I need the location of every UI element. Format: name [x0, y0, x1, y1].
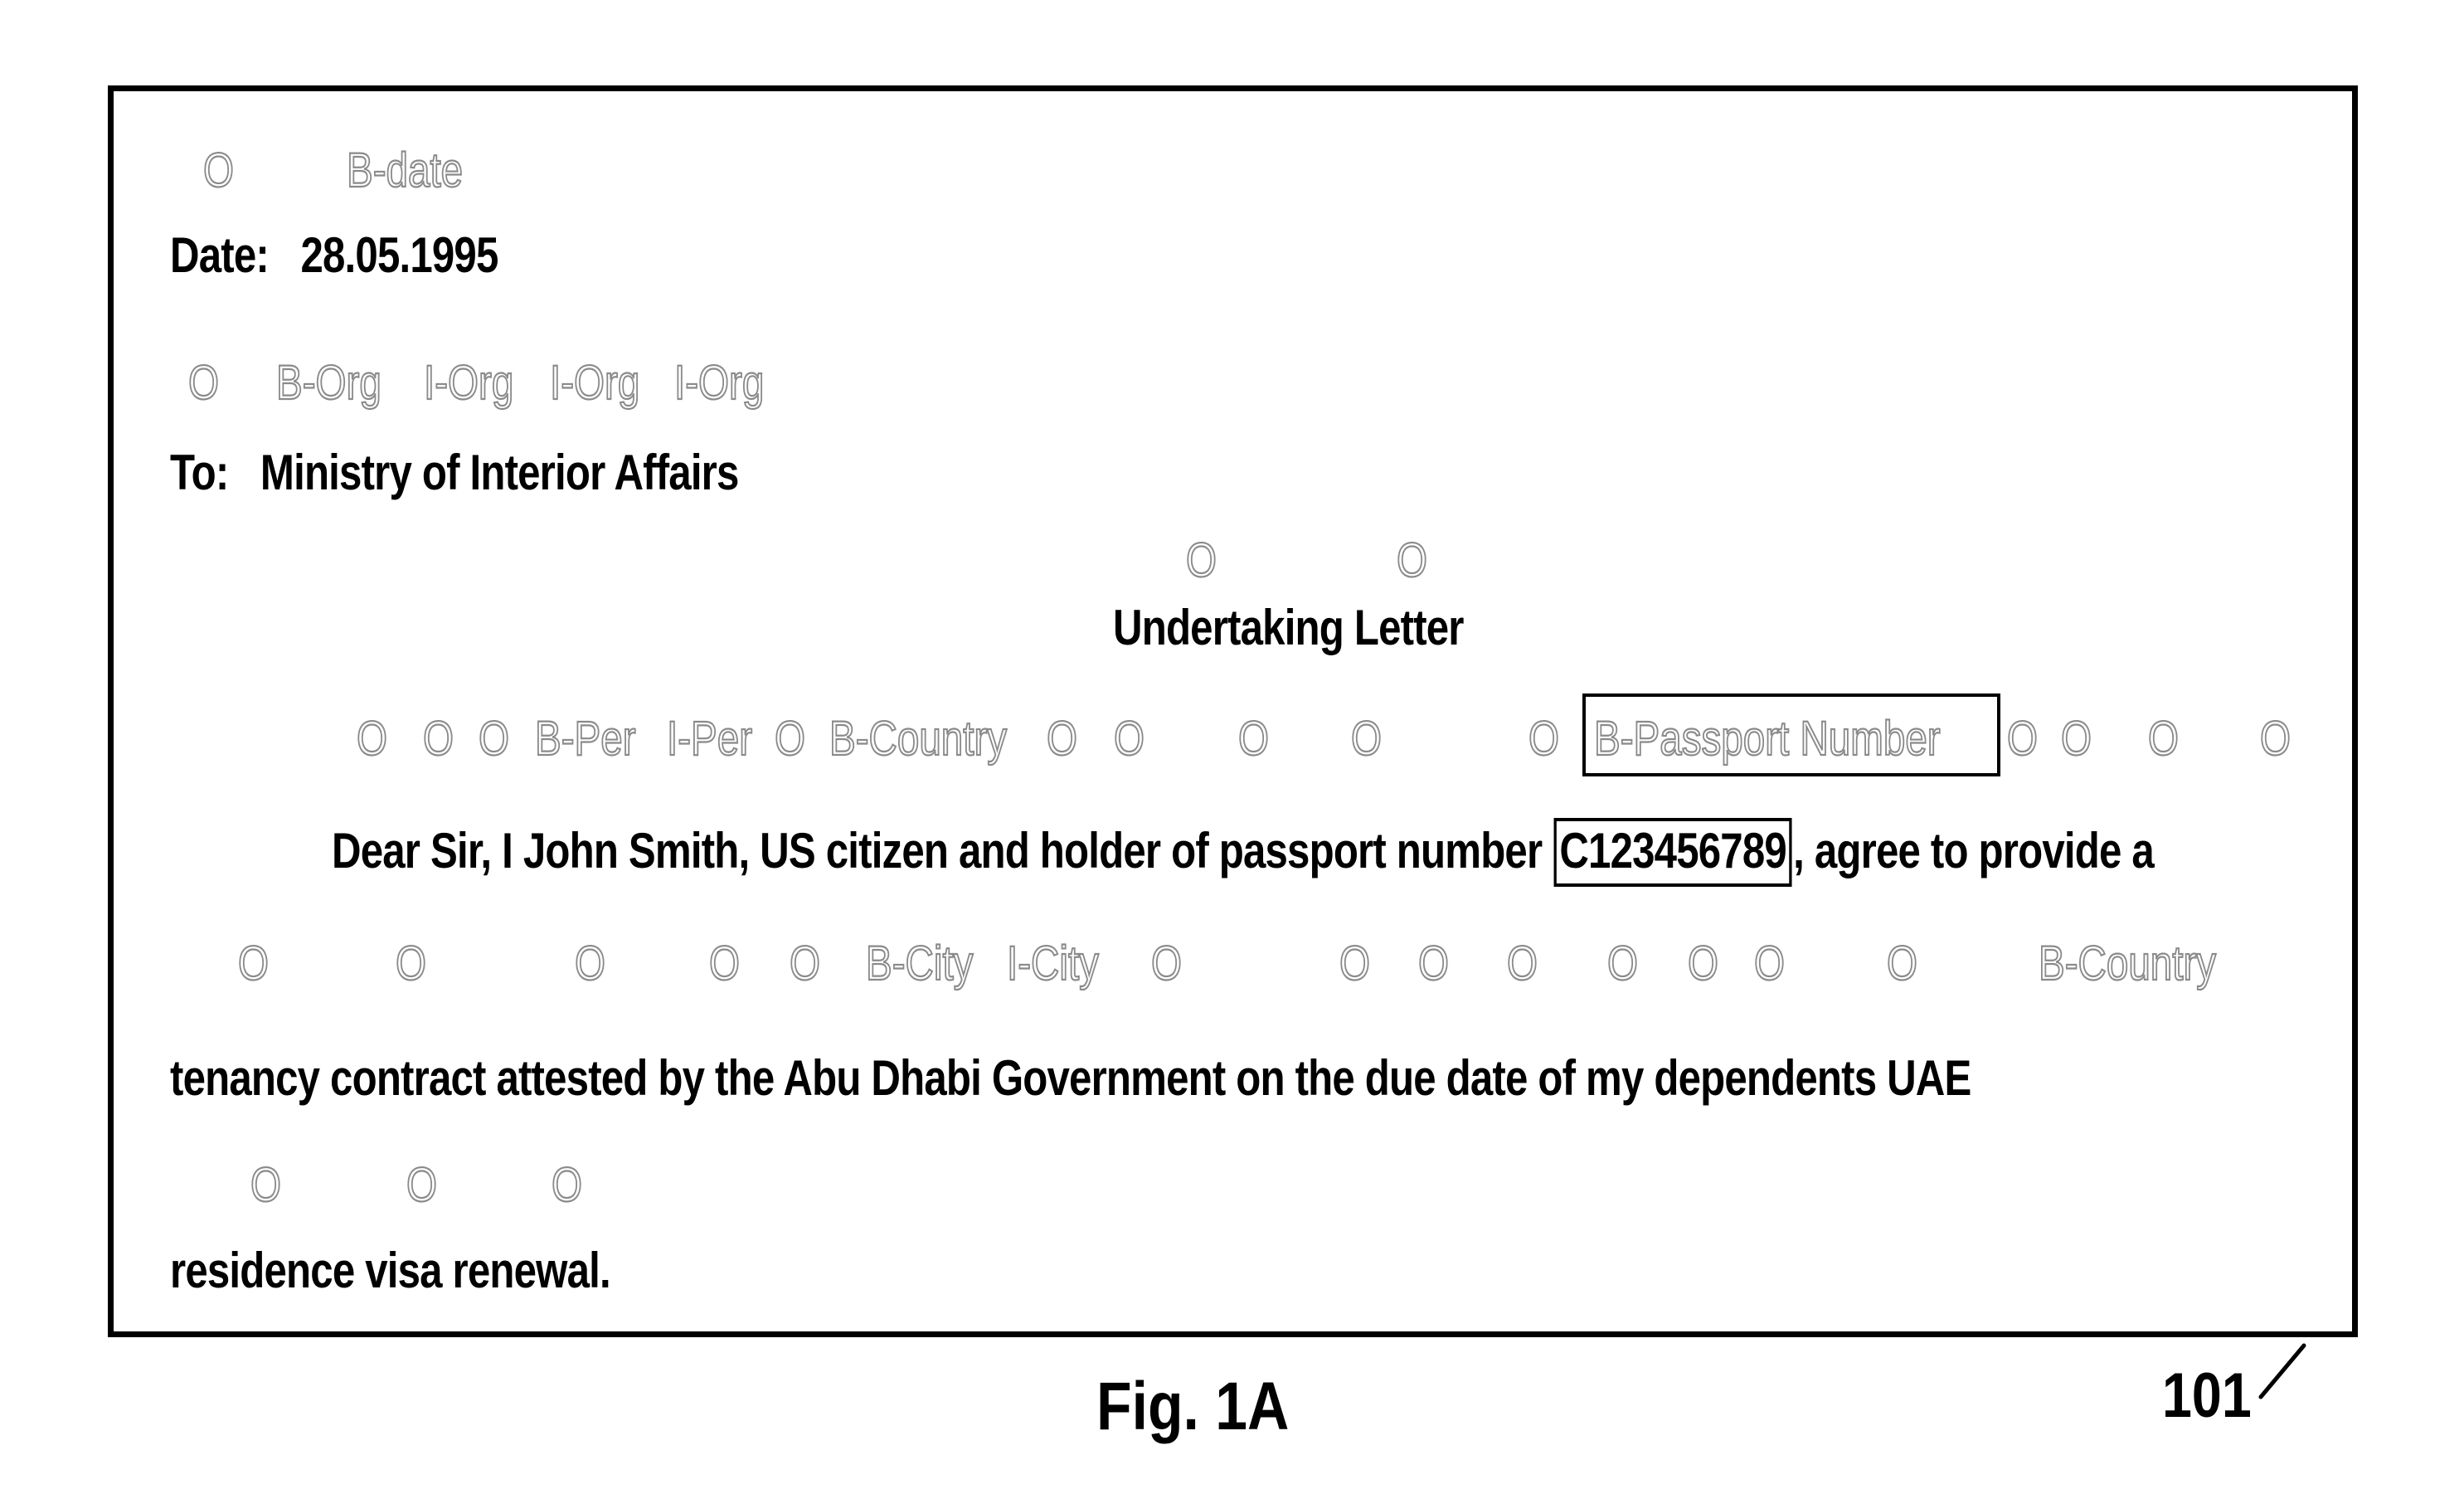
body-line-2: tenancy contract attested by the Abu Dha…: [170, 1050, 1971, 1106]
passport-tag-box: [1582, 693, 2000, 776]
letter-title: Undertaking Letter: [1113, 600, 1464, 655]
ner-tag: O: [202, 144, 235, 197]
ner-tag: O: [1237, 712, 1270, 766]
ner-tag: O: [2147, 712, 2180, 766]
ner-tag: O: [551, 1158, 583, 1212]
ner-tag: O: [1528, 712, 1560, 766]
ner-tag: O: [1339, 937, 1371, 990]
ner-tag: O: [1606, 937, 1639, 990]
ner-tag: I-Org: [423, 356, 514, 410]
ner-tag: B-date: [346, 144, 464, 197]
ner-tag: O: [1113, 712, 1145, 766]
ner-tag: O: [1185, 533, 1217, 587]
reference-leader-line: [2258, 1343, 2306, 1399]
ner-tag: O: [422, 712, 454, 766]
ner-tag: O: [1417, 937, 1450, 990]
ner-tag: B-Org: [275, 356, 382, 410]
body-line-1-start: Dear Sir, I John Smith, US citizen and h…: [332, 823, 1553, 878]
passport-number-highlight: C123456789: [1553, 818, 1792, 887]
ner-tag: B-Per: [534, 712, 636, 766]
document-frame: [108, 85, 2358, 1337]
ner-tag: I-Org: [673, 356, 765, 410]
ner-tag: O: [356, 712, 388, 766]
body-line-1-end: , agree to provide a: [1793, 823, 2155, 878]
date-line: Date: 28.05.1995: [170, 227, 498, 283]
ner-tag: O: [708, 937, 741, 990]
ner-tag: O: [574, 937, 606, 990]
ner-tag: O: [1350, 712, 1383, 766]
ner-tag: O: [2259, 712, 2291, 766]
ner-tag-passport-number: B-Passport Number: [1593, 712, 1941, 766]
reference-numeral: 101: [2162, 1360, 2252, 1431]
body-line-3: residence visa renewal.: [170, 1243, 611, 1298]
ner-tag: O: [237, 937, 270, 990]
body-line-1: Dear Sir, I John Smith, US citizen and h…: [332, 818, 2155, 887]
ner-tag: I-Org: [549, 356, 640, 410]
ner-tag: O: [478, 712, 510, 766]
ner-tag: O: [1886, 937, 1918, 990]
ner-tag: B-City: [865, 937, 974, 990]
ner-tag: O: [774, 712, 806, 766]
ner-tag: O: [1506, 937, 1538, 990]
ner-tag: B-Country: [2038, 937, 2217, 990]
ner-tag: O: [406, 1158, 438, 1212]
ner-tag: O: [250, 1158, 282, 1212]
ner-tag: I-City: [1006, 937, 1100, 990]
ner-tag: O: [1687, 937, 1719, 990]
ner-tag: O: [2006, 712, 2039, 766]
ner-tag: O: [187, 356, 220, 410]
ner-tag: O: [395, 937, 427, 990]
ner-tag: B-Country: [829, 712, 1008, 766]
ner-tag: O: [1396, 533, 1428, 587]
ner-tag: O: [1150, 937, 1183, 990]
ner-tag: O: [2060, 712, 2092, 766]
ner-tag: O: [1046, 712, 1078, 766]
figure-label: Fig. 1A: [1096, 1369, 1290, 1444]
recipient-line: To: Ministry of Interior Affairs: [170, 445, 739, 500]
ner-tag: O: [789, 937, 821, 990]
ner-tag: O: [1753, 937, 1786, 990]
ner-tag: I-Per: [666, 712, 753, 766]
